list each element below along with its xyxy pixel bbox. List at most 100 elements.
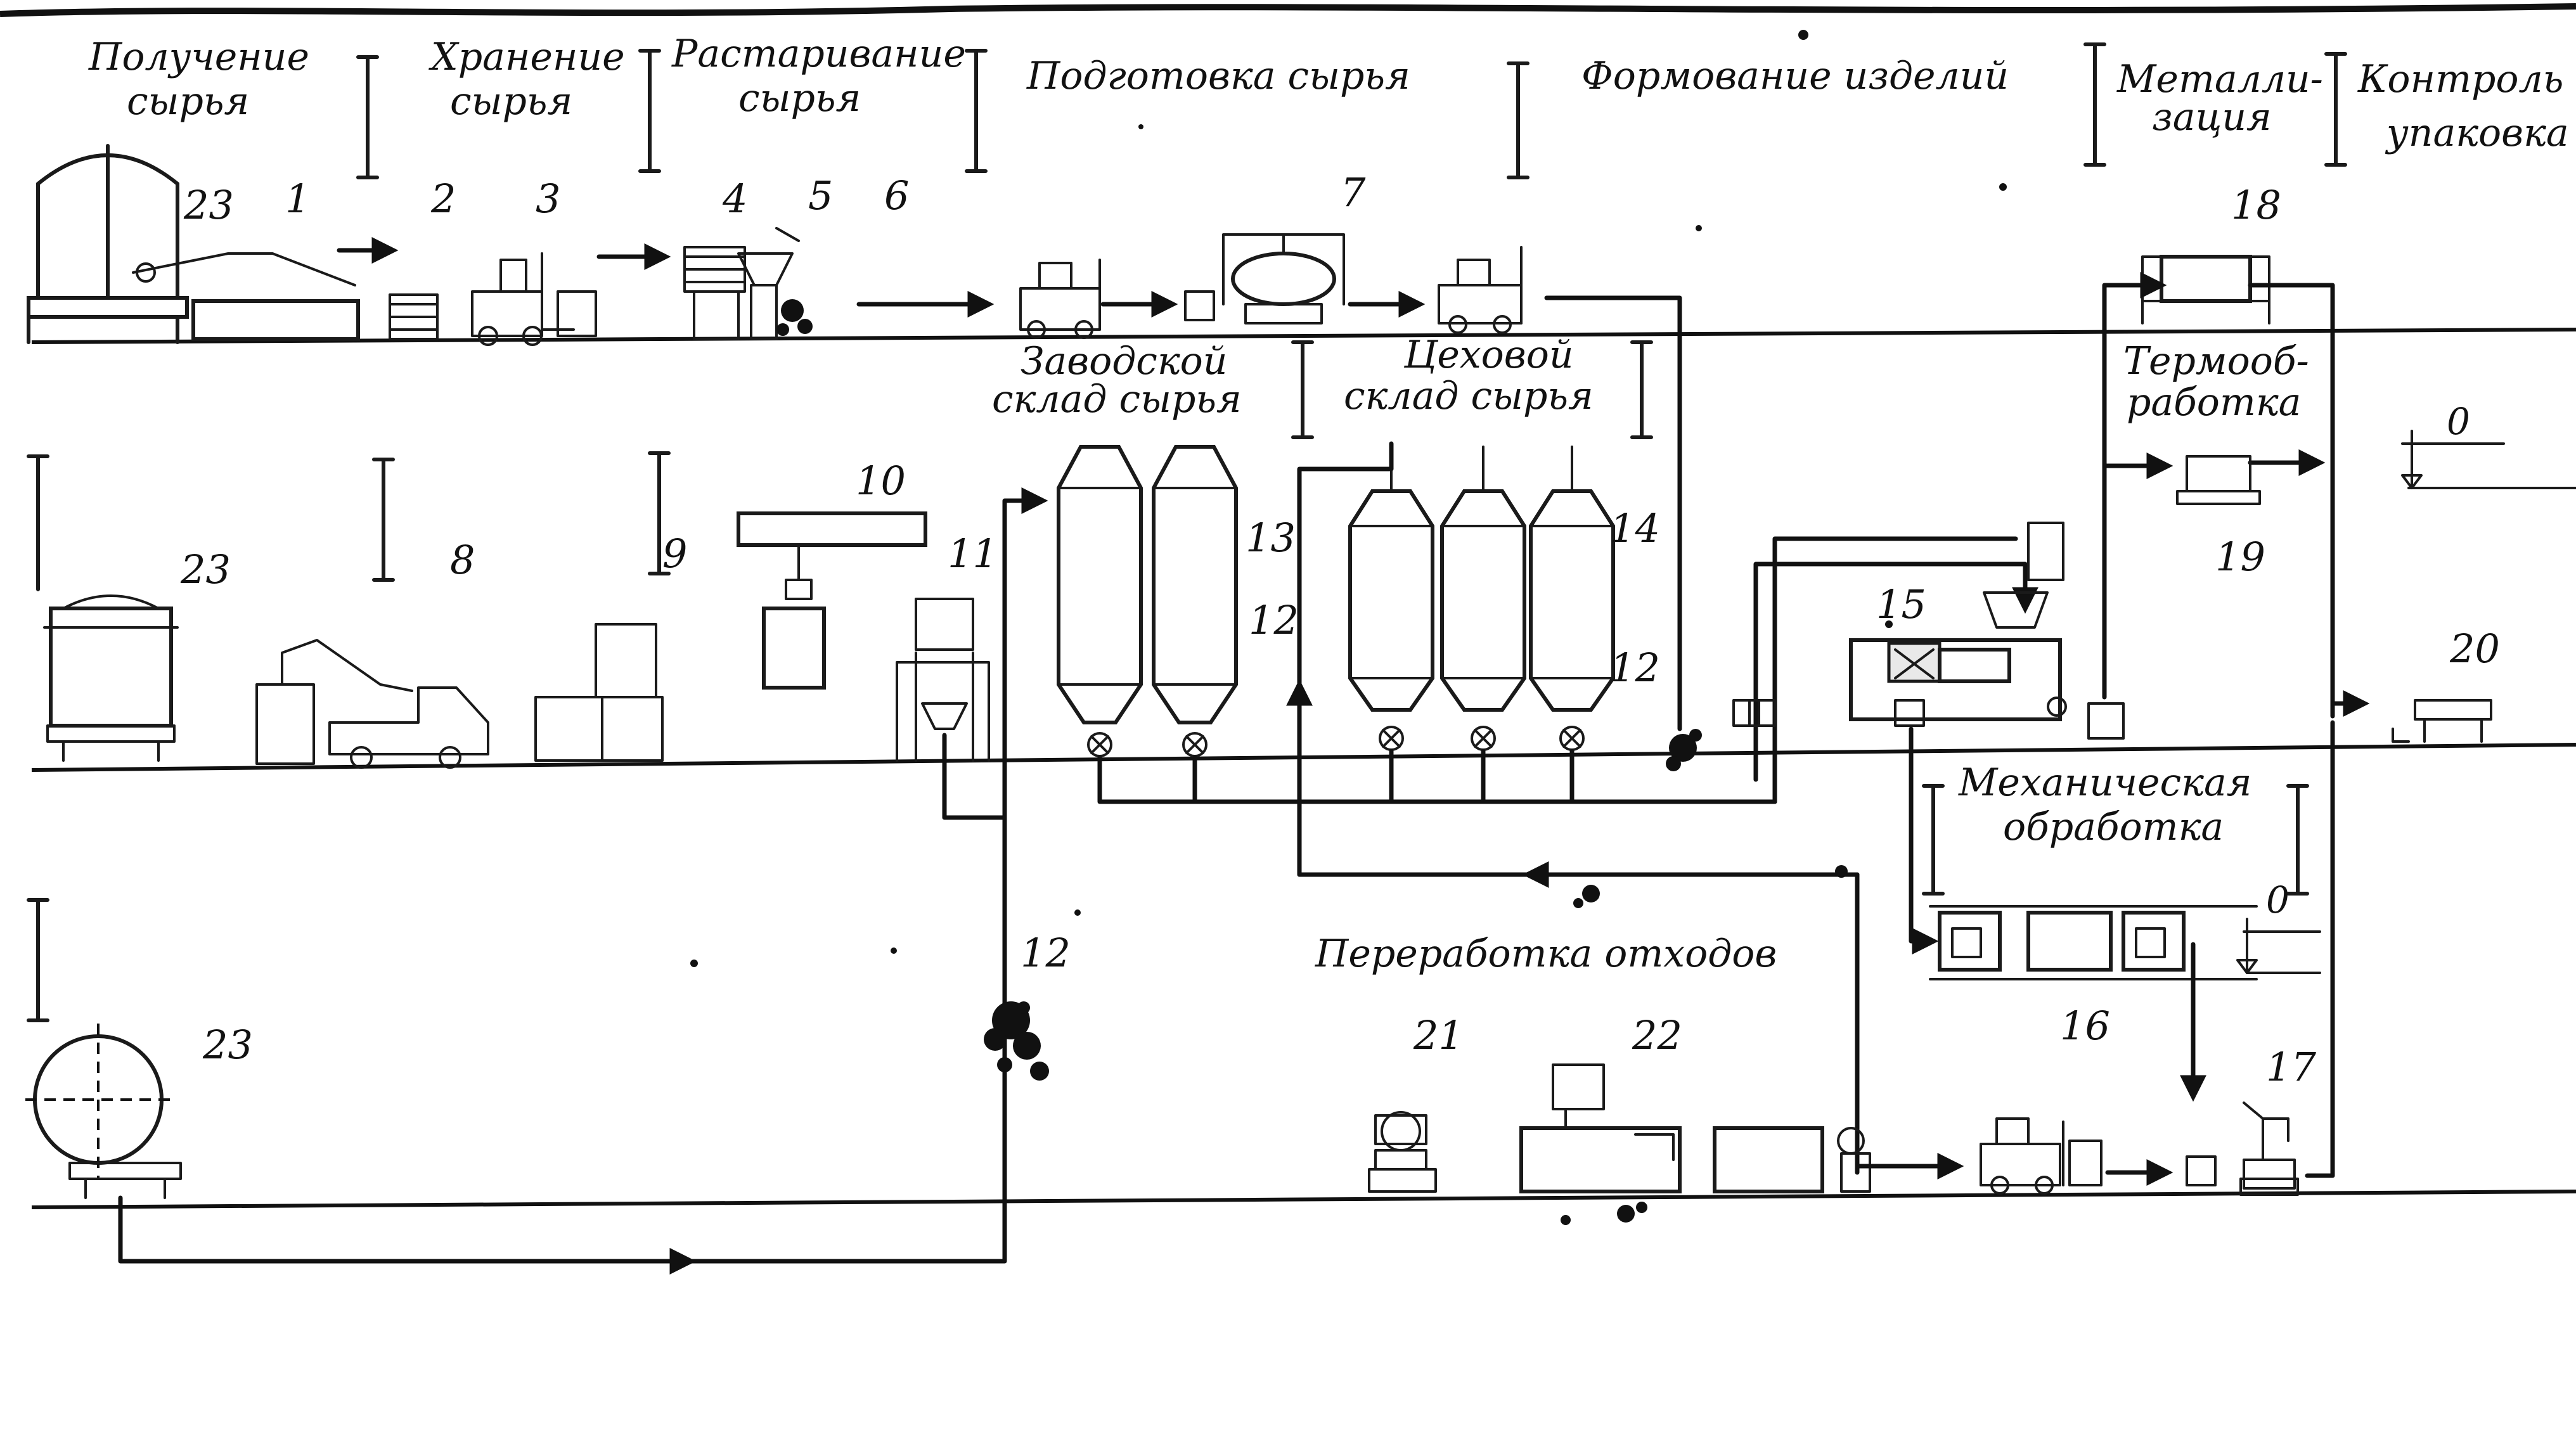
num-7: 7 bbox=[1341, 169, 1366, 215]
label-factory-warehouse-2: склад сырья bbox=[992, 377, 1242, 421]
label-metallization-2: зация bbox=[2152, 95, 2272, 139]
num-21: 21 bbox=[1413, 1012, 1464, 1058]
granulator-22 bbox=[1519, 1063, 1871, 1193]
flow-to-forming bbox=[1544, 295, 1682, 731]
injection-machine-15 bbox=[1849, 522, 2067, 727]
mixer-7 bbox=[1222, 233, 1345, 324]
label-control-2: упаковка bbox=[2385, 111, 2569, 155]
level-mark-upper bbox=[2401, 430, 2576, 489]
num-15: 15 bbox=[1876, 581, 1926, 627]
num-23-bottom: 23 bbox=[202, 1022, 253, 1068]
num-23-mid: 23 bbox=[180, 546, 231, 593]
crusher-21 bbox=[1368, 1111, 1437, 1193]
num-12-mid: 12 bbox=[1249, 597, 1299, 643]
num-20: 20 bbox=[2449, 626, 2500, 672]
silo-14b bbox=[1440, 446, 1526, 751]
label-unpacking-1: Растаривание bbox=[671, 32, 966, 76]
label-control-1: Контроль и bbox=[2357, 57, 2576, 101]
num-9: 9 bbox=[662, 530, 687, 577]
num-14: 14 bbox=[1610, 505, 1660, 551]
num-12-low: 12 bbox=[1021, 930, 1071, 976]
flow-to-16 bbox=[1909, 726, 1939, 954]
num-19: 19 bbox=[2215, 534, 2265, 580]
valve-box-2 bbox=[1748, 699, 1776, 727]
num-3: 3 bbox=[536, 176, 560, 222]
level-zero-upper: 0 bbox=[2447, 400, 2470, 443]
silo-13b bbox=[1152, 445, 1238, 757]
flow-heat-out bbox=[2248, 283, 2335, 719]
scan-noise bbox=[690, 30, 2007, 1225]
forklift-3 bbox=[471, 252, 597, 346]
label-forming: Формование изделий bbox=[1581, 54, 2009, 98]
top-edge bbox=[0, 3, 2576, 17]
top-section-labels: Получение сырья Хранение сырья Растарива… bbox=[88, 32, 2576, 155]
num-8: 8 bbox=[450, 537, 475, 583]
silo-14c bbox=[1529, 446, 1615, 751]
box-stack-9 bbox=[534, 623, 664, 762]
label-metallization-1: Металли- bbox=[2116, 57, 2323, 101]
level-mark-lower bbox=[2236, 918, 2321, 974]
num-23-top: 23 bbox=[183, 182, 234, 228]
small-box-17-left bbox=[2186, 1155, 2217, 1186]
unloader-1 bbox=[132, 252, 360, 341]
tank-car-23-bottom bbox=[25, 1024, 182, 1199]
num-18: 18 bbox=[2231, 182, 2281, 228]
hopper-5 bbox=[737, 227, 800, 340]
level-zero-lower: 0 bbox=[2266, 878, 2289, 922]
crane-truck-8 bbox=[255, 639, 489, 769]
forklift-shop bbox=[1438, 246, 1523, 334]
label-receiving-1: Получение bbox=[88, 35, 309, 79]
num-11: 11 bbox=[948, 530, 998, 577]
label-mechanical-1: Механическая bbox=[1958, 761, 2251, 805]
flow-23-to-riser bbox=[118, 1195, 697, 1275]
num-2: 2 bbox=[430, 176, 456, 222]
label-preparation: Подготовка сырья bbox=[1026, 54, 1410, 98]
controller-box bbox=[2087, 702, 2125, 740]
label-storage-2: сырья bbox=[450, 79, 572, 124]
mid-section-labels: Заводской склад сырья Цеховой склад сырь… bbox=[992, 333, 2309, 976]
riser-12 bbox=[688, 815, 1007, 1264]
label-heat-1: Термооб- bbox=[2123, 339, 2309, 383]
furnace-18 bbox=[2141, 255, 2270, 324]
num-1: 1 bbox=[285, 176, 310, 222]
label-waste: Переработка отходов bbox=[1315, 932, 1777, 976]
floor-line-lower bbox=[31, 1190, 2576, 1209]
rail-tank-23-top bbox=[27, 144, 189, 344]
container-23-mid bbox=[43, 594, 179, 762]
num-16: 16 bbox=[2060, 1003, 2110, 1049]
label-shop-warehouse-2: склад сырья bbox=[1344, 374, 1594, 418]
floor-line-upper bbox=[31, 328, 2576, 344]
packer-17 bbox=[2239, 1101, 2299, 1196]
small-box-7-left bbox=[1184, 290, 1215, 321]
num-4: 4 bbox=[722, 176, 747, 222]
flow-17-up bbox=[2305, 720, 2335, 1178]
equipment-numbers: 23 1 2 3 4 5 6 7 18 10 23 8 9 11 13 12 1… bbox=[180, 169, 2500, 1090]
label-storage-1: Хранение bbox=[428, 35, 625, 79]
table-20 bbox=[2392, 699, 2492, 743]
flow-heat-loop bbox=[2102, 272, 2167, 700]
num-22: 22 bbox=[1632, 1012, 1682, 1058]
forklift-bottom bbox=[1980, 1117, 2103, 1195]
num-12-right: 12 bbox=[1610, 645, 1660, 691]
label-factory-warehouse-1: Заводской bbox=[1021, 339, 1227, 383]
forklift-top bbox=[1019, 259, 1101, 339]
label-receiving-2: сырья bbox=[127, 79, 249, 124]
valve-box bbox=[1732, 699, 1760, 727]
hoist-10 bbox=[737, 511, 927, 690]
label-unpacking-2: сырья bbox=[738, 76, 861, 120]
bag-emptier-11 bbox=[896, 598, 990, 762]
bag-stack-2 bbox=[389, 293, 439, 340]
num-6: 6 bbox=[884, 172, 909, 219]
label-shop-warehouse-1: Цеховой bbox=[1403, 333, 1573, 377]
silo-13a bbox=[1057, 445, 1143, 757]
furnace-19 bbox=[2176, 455, 2261, 505]
num-10: 10 bbox=[856, 458, 906, 504]
pallet-stack-4 bbox=[683, 246, 746, 340]
pipeline-12-collector bbox=[1097, 748, 1777, 804]
label-heat-2: работка bbox=[2127, 380, 2301, 425]
silo-14a bbox=[1348, 446, 1434, 751]
num-17: 17 bbox=[2266, 1044, 2316, 1090]
num-13: 13 bbox=[1246, 515, 1296, 561]
num-5: 5 bbox=[808, 172, 833, 219]
